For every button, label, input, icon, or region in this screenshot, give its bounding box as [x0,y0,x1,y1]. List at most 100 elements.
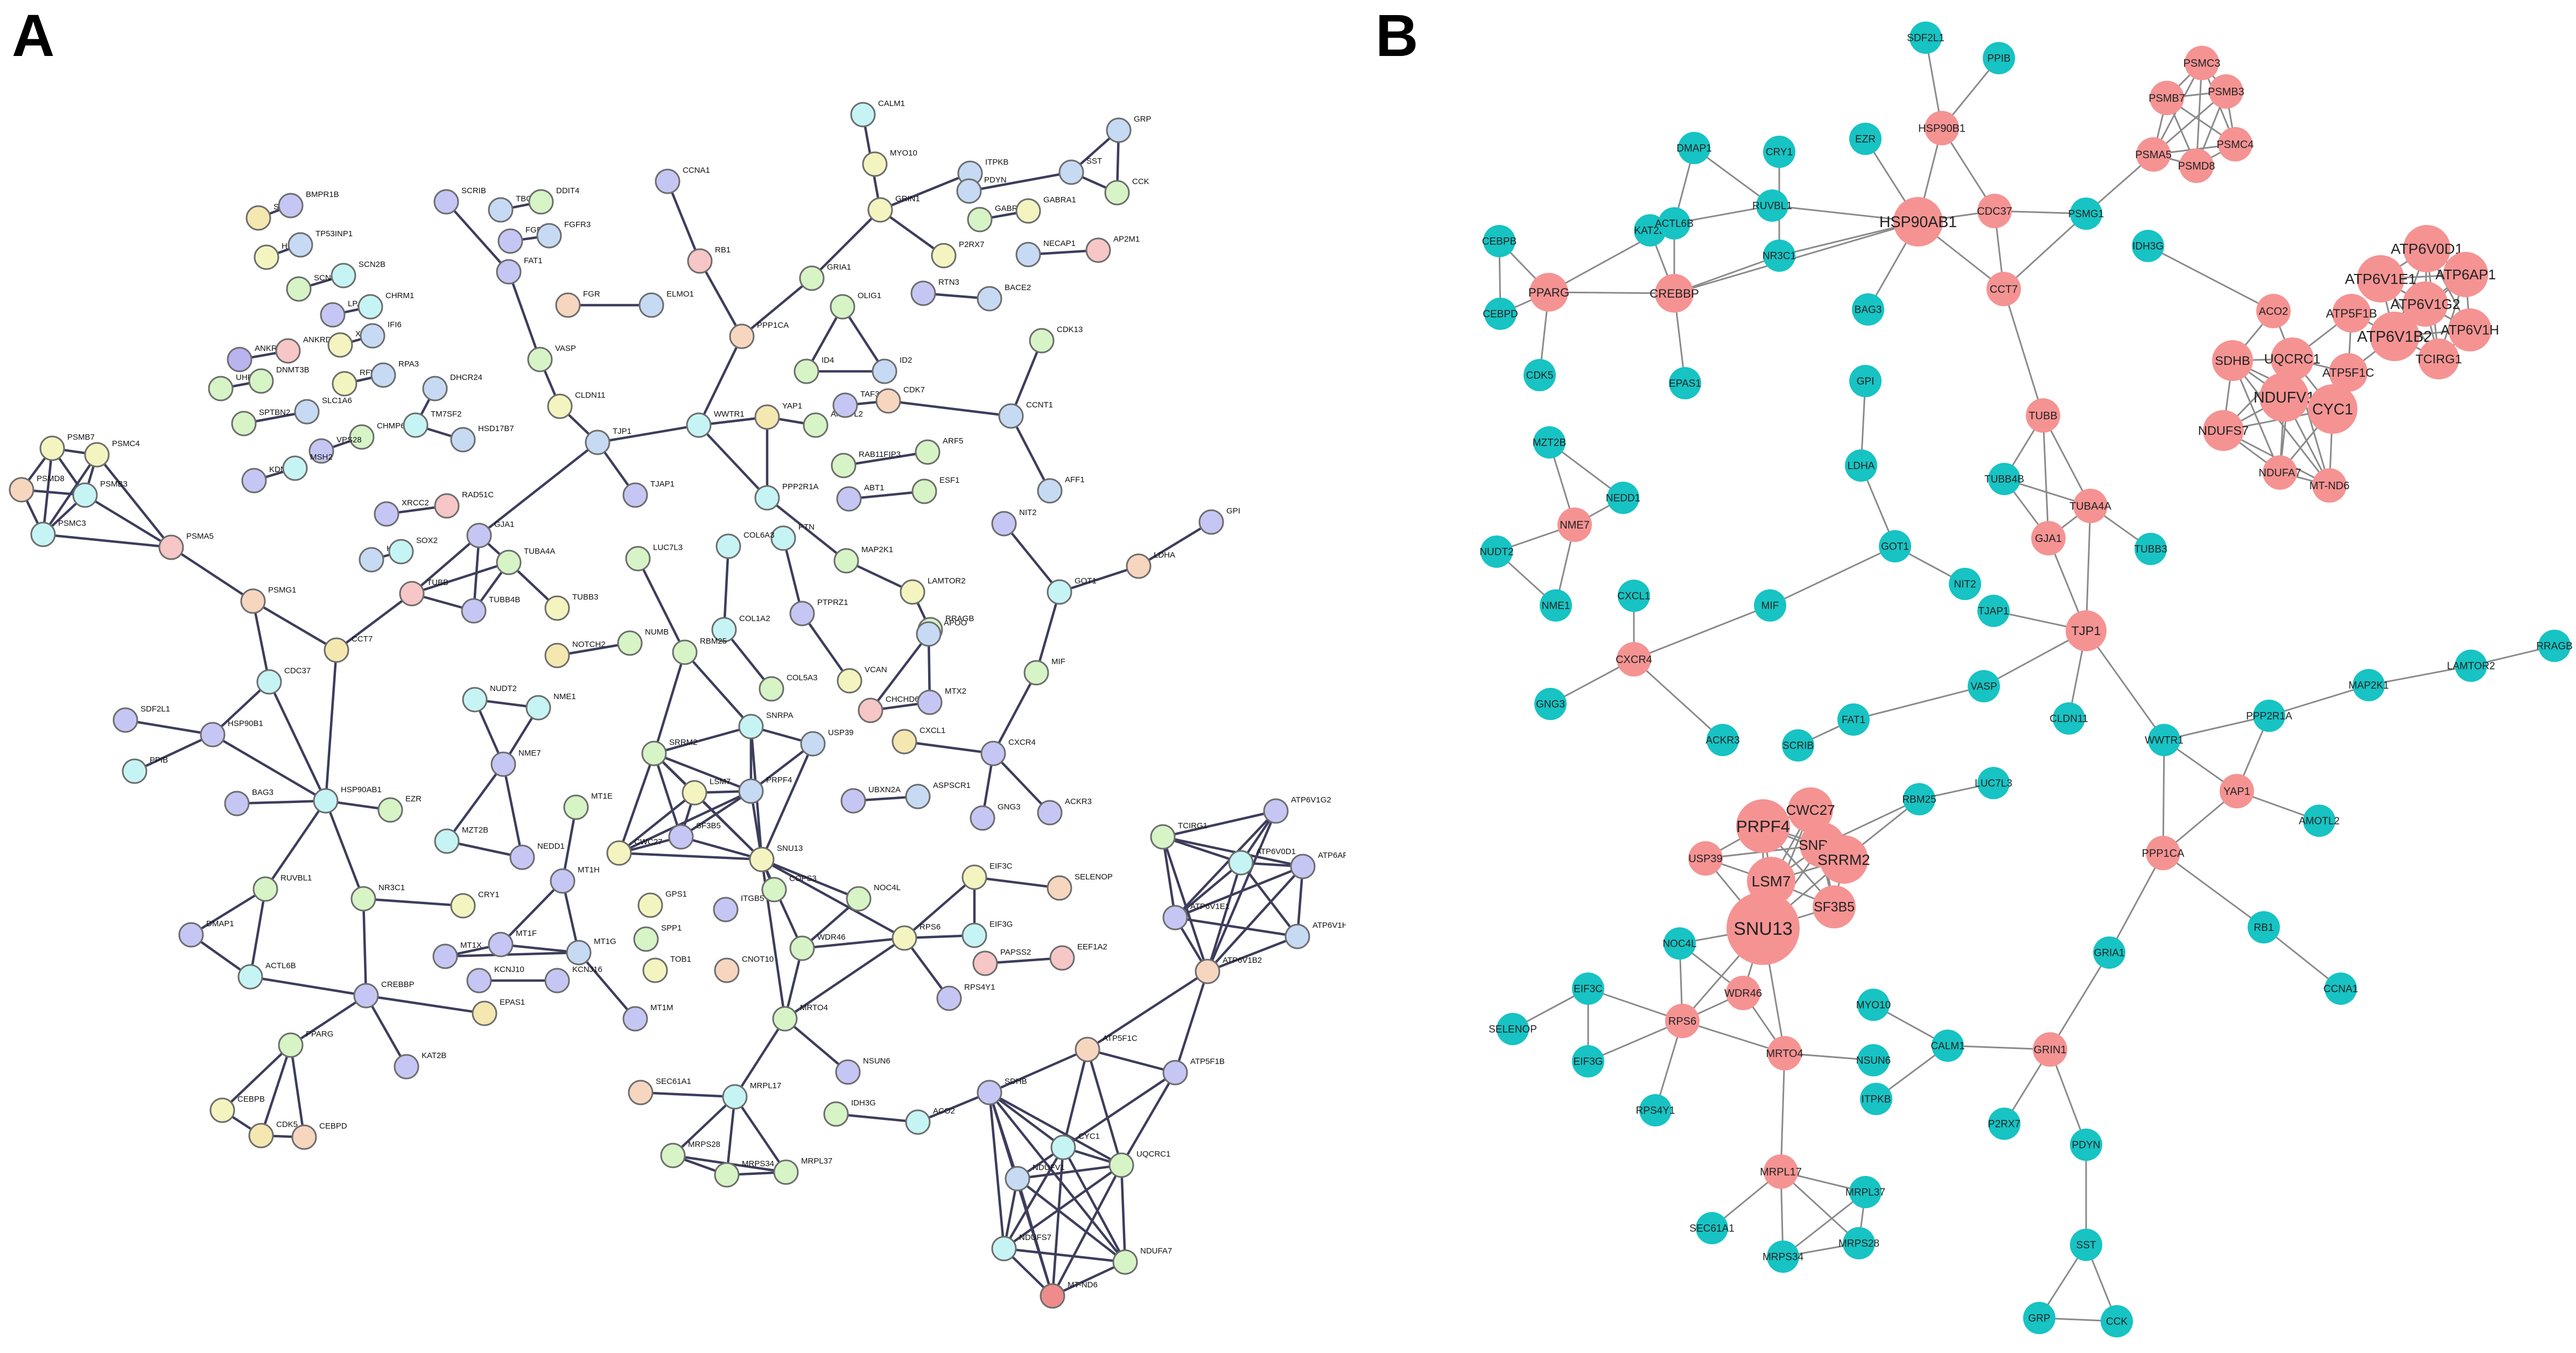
node-mt1h[interactable]: MT1H [550,865,600,894]
node-fat1[interactable]: FAT1 [1837,703,1870,736]
node-pparg[interactable]: PPARG [278,1030,333,1058]
node-sst[interactable]: SST [1058,157,1102,185]
node-ndufv1[interactable]: NDUFV1 [2254,372,2315,422]
node-sf3b5[interactable]: SF3B5 [668,821,721,850]
node-psma5[interactable]: PSMA5 [158,532,214,560]
node-myo10[interactable]: MYO10 [1856,989,1891,1021]
node-nedd1[interactable]: NEDD1 [1606,482,1640,514]
node-aspscr1[interactable]: ASPSCR1 [905,781,971,809]
node-mrto4[interactable]: MRTO4 [1766,1036,1803,1070]
node-tubb[interactable]: TUBB [399,578,448,607]
node-col1a2[interactable]: COL1A2 [711,614,770,643]
node-gja1[interactable]: GJA1 [466,520,515,548]
node-gria1[interactable]: GRIA1 [799,263,851,291]
node-apoo[interactable]: APOO [916,618,967,647]
node-nr3c1[interactable]: NR3C1 [350,883,405,912]
node-atp6v1e1[interactable]: ATP6V1E1 [2345,255,2417,302]
node-gps1[interactable]: GPS1 [637,890,687,918]
node-epas1[interactable]: EPAS1 [1669,367,1701,399]
node-ppp2r1a[interactable]: PPP2R1A [2246,700,2292,732]
node-selenop[interactable]: SELENOP [1047,872,1113,901]
node-mrps28[interactable]: MRPS28 [1838,1227,1879,1259]
node-luc7l3[interactable]: LUC7L3 [1975,767,2012,799]
node-psmg1[interactable]: PSMG1 [2068,198,2104,230]
node-cxcr4[interactable]: CXCR4 [1616,642,1652,676]
node-psmb7[interactable]: PSMB7 [39,433,95,461]
node-sst[interactable]: SST [2070,1229,2102,1261]
node-sdf2l1[interactable]: SDF2L1 [113,704,170,733]
node-ppp1ca[interactable]: PPP1CA [729,321,789,349]
node-vps28[interactable]: VPS28 [308,435,362,464]
node-pparg[interactable]: PPARG [1528,273,1569,312]
node-ackr3[interactable]: ACKR3 [1037,797,1092,826]
node-rtn3[interactable]: RTN3 [910,278,959,306]
node-idh3g[interactable]: IDH3G [823,1098,876,1127]
node-dmap1[interactable]: DMAP1 [178,919,234,948]
node-p2rx7[interactable]: P2RX7 [931,240,985,269]
node-msh2[interactable]: MSH2 [282,453,333,481]
node-mrpl17[interactable]: MRPL17 [722,1081,781,1110]
node-cry1[interactable]: CRY1 [1763,136,1795,168]
node-kat2b[interactable]: KAT2B [1634,214,1666,246]
node-nsun6[interactable]: NSUN6 [835,1056,890,1085]
node-slc1a6[interactable]: SLC1A6 [294,396,352,425]
node-ndufs7[interactable]: NDUFS7 [2198,410,2249,451]
node-eif3g[interactable]: EIF3G [961,920,1013,948]
node-sdhb[interactable]: SDHB [977,1077,1027,1105]
node-rps6[interactable]: RPS6 [892,922,940,951]
node-mt1e[interactable]: MT1E [563,792,613,820]
node-elmo1[interactable]: ELMO1 [638,290,694,318]
node-atp6v1g2[interactable]: ATP6V1G2 [1263,795,1331,824]
node-mtx2[interactable]: MTX2 [917,687,966,715]
node-srrm2[interactable]: SRRM2 [641,738,698,766]
node-cck[interactable]: CCK [1104,177,1149,206]
node-ppp1ca[interactable]: PPP1CA [2142,836,2185,870]
node-atp6v1e1[interactable]: ATP6V1E1 [1162,902,1230,931]
node-ccna1[interactable]: CCNA1 [2324,973,2358,1005]
node-dnmt3b[interactable]: DNMT3B [248,365,310,394]
node-rad51c[interactable]: RAD51C [434,490,494,519]
node-atp5f1b[interactable]: ATP5F1B [2326,294,2377,333]
node-cdc37[interactable]: CDC37 [256,666,311,695]
node-kcnj10[interactable]: KCNJ10 [466,965,524,993]
node-nudt2[interactable]: NUDT2 [462,684,517,713]
node-ezr[interactable]: EZR [1849,123,1882,155]
node-itpkb[interactable]: ITPKB [1860,1083,1892,1115]
node-ptn[interactable]: PTN [770,523,815,551]
node-sf3b5[interactable]: SF3B5 [1813,885,1856,928]
node-snrpa[interactable]: SNRPA [738,711,794,739]
node-wwtr1[interactable]: WWTR1 [686,410,745,438]
node-p2rx7[interactable]: P2RX7 [1988,1108,2020,1140]
node-bmpr1b[interactable]: BMPR1B [278,190,339,219]
node-cnot10[interactable]: CNOT10 [714,955,774,983]
node-mzt2b[interactable]: MZT2B [1533,426,1566,459]
node-got1[interactable]: GOT1 [1879,530,1911,562]
node-cebpb[interactable]: CEBPB [209,1095,265,1123]
node-hsp90ab1[interactable]: HSP90AB1 [313,785,382,814]
node-mrpl17[interactable]: MRPL17 [1760,1154,1802,1189]
node-tjap1[interactable]: TJAP1 [622,480,675,508]
node-atp6v0d1[interactable]: ATP6V0D1 [2391,225,2463,272]
node-ddit4[interactable]: DDIT4 [528,186,579,215]
node-mt1f[interactable]: MT1F [488,929,537,957]
node-mrpl37[interactable]: MRPL37 [773,1157,832,1185]
node-yap1[interactable]: YAP1 [2220,774,2254,808]
node-ccna1[interactable]: CCNA1 [655,166,710,194]
node-cdc37[interactable]: CDC37 [1977,194,2012,228]
node-grin1[interactable]: GRIN1 [2033,1032,2067,1067]
node-cdk5[interactable]: CDK5 [1524,359,1556,391]
node-lamtor2[interactable]: LAMTOR2 [2447,650,2495,682]
node-sdf2l1[interactable]: SDF2L1 [1907,22,1945,54]
node-gng3[interactable]: GNG3 [970,802,1021,831]
node-gabra1[interactable]: GABRA1 [1015,195,1076,224]
node-actl6b[interactable]: ACTL6B [1655,207,1694,239]
node-hsd17b7[interactable]: HSD17B7 [450,424,514,453]
node-nme7[interactable]: NME7 [1557,508,1592,542]
node-tjp1[interactable]: TJP1 [585,427,631,455]
node-sec61a1[interactable]: SEC61A1 [1689,1212,1735,1244]
node-psmc4[interactable]: PSMC4 [2217,127,2254,161]
node-notch2[interactable]: NOTCH2 [544,640,606,668]
node-ap2m1[interactable]: AP2M1 [1085,235,1140,263]
node-luc7l3[interactable]: LUC7L3 [625,543,683,572]
node-noc4l[interactable]: NOC4L [846,883,901,912]
